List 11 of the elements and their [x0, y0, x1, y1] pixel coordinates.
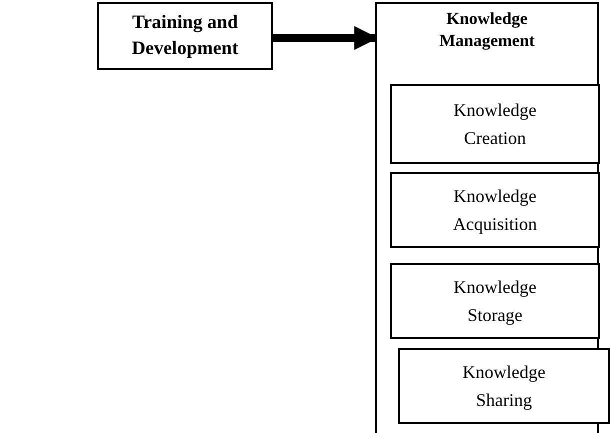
box-label: Knowledge Sharing: [462, 361, 546, 412]
group-heading: Knowledge Management: [438, 8, 536, 52]
box-label: Knowledge Creation: [452, 99, 538, 150]
box-label: Knowledge Storage: [452, 276, 538, 327]
process-box: [398, 348, 610, 424]
process-box: [390, 172, 600, 248]
process-box: [97, 2, 273, 70]
box-label: Training and Development: [130, 11, 240, 61]
process-box: [390, 84, 600, 164]
box-label: Knowledge Acquisition: [452, 185, 538, 236]
process-box: [390, 263, 600, 339]
